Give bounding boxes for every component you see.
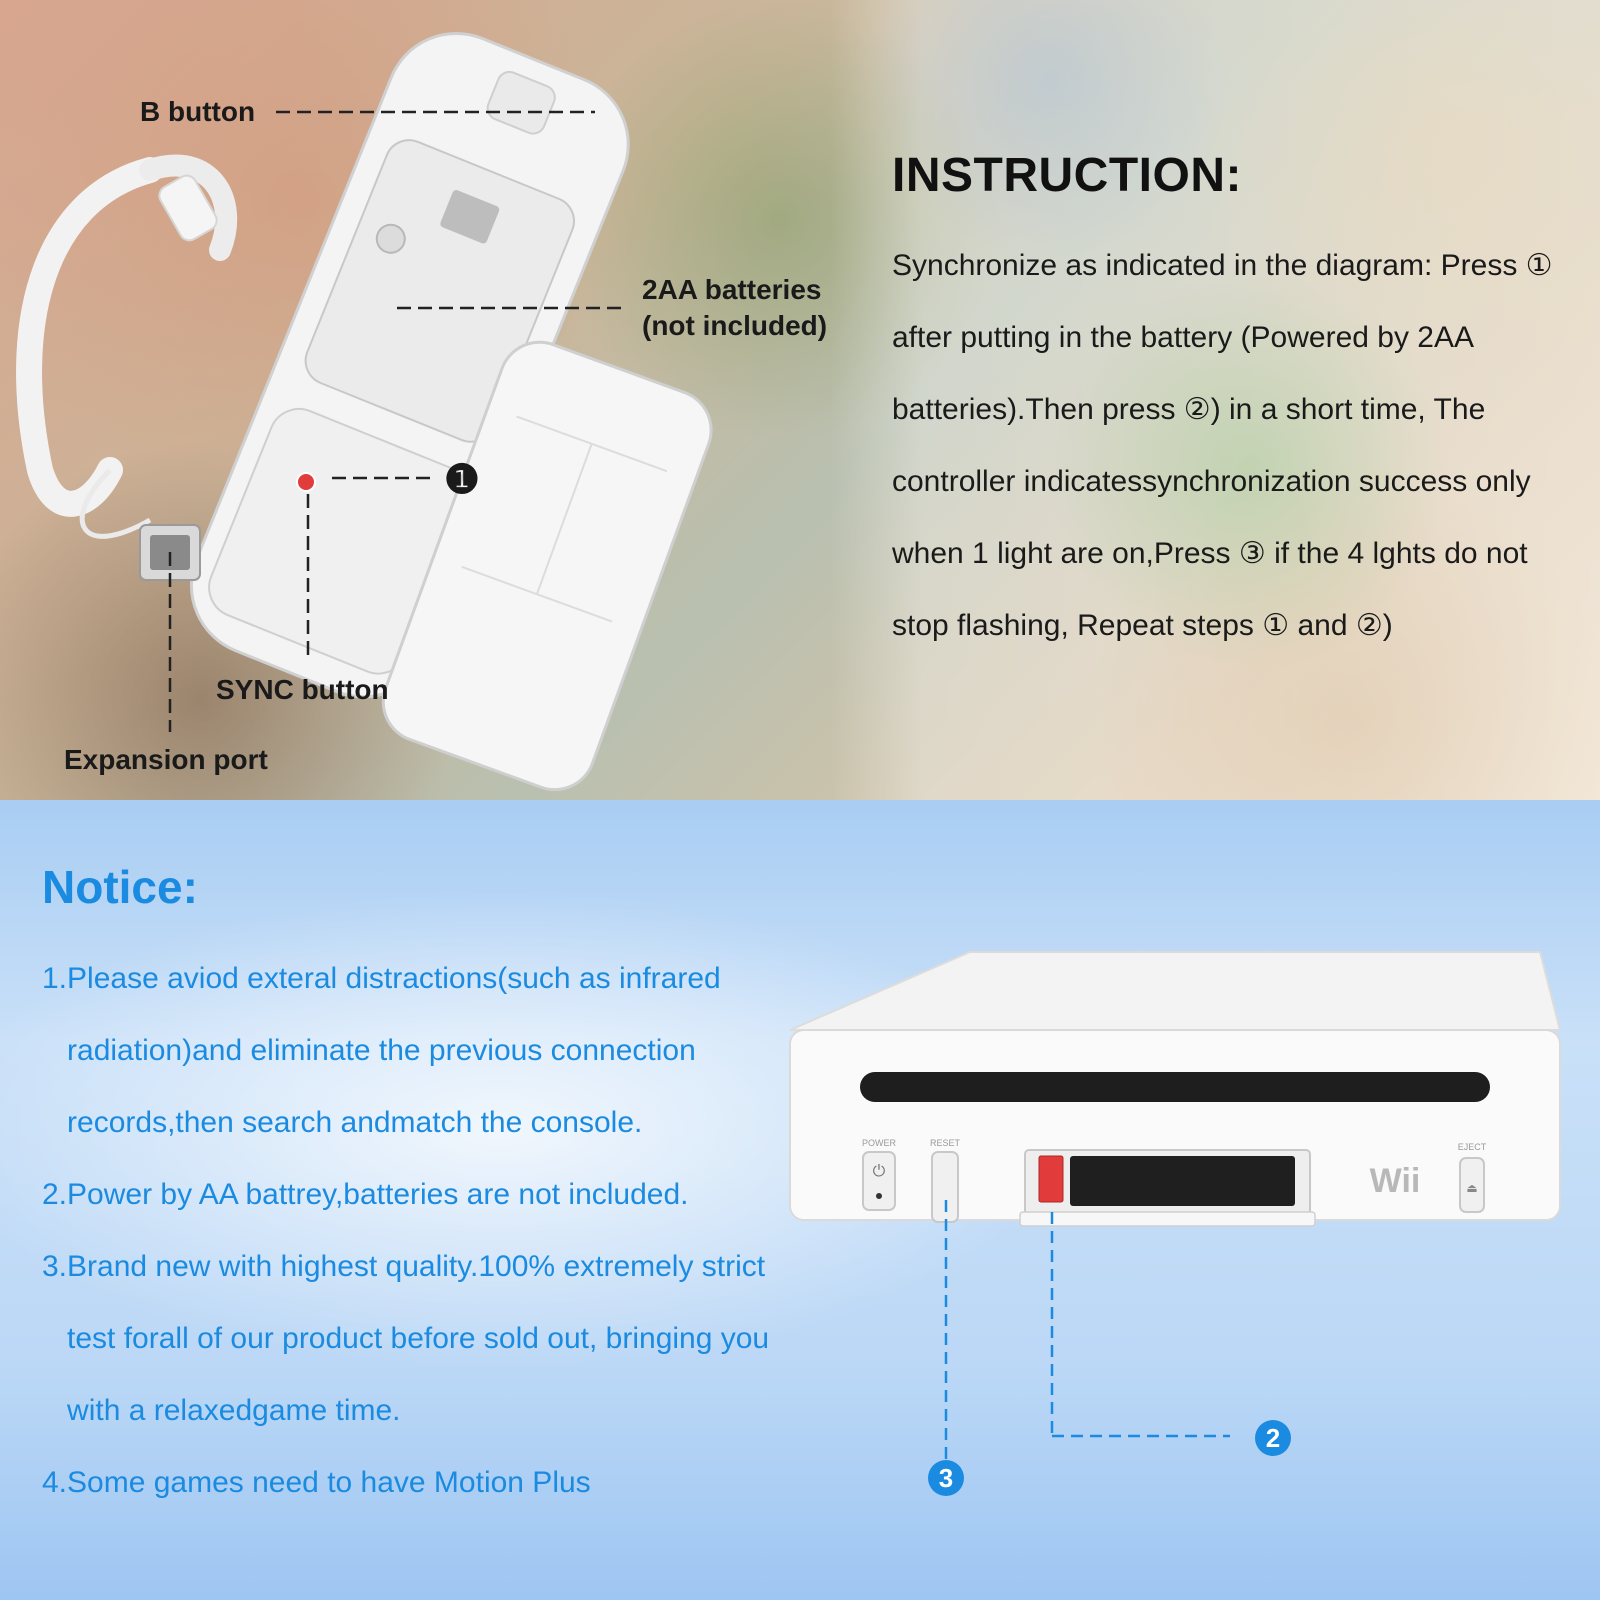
console-leaders	[944, 1200, 1230, 1468]
notice-title: Notice:	[42, 861, 198, 913]
power-label: POWER	[862, 1138, 897, 1148]
controller-illustration	[16, 31, 713, 792]
wii-logo: Wii	[1370, 1162, 1421, 1200]
disc-slot	[860, 1072, 1490, 1102]
sd-door-flap	[1019, 1211, 1316, 1227]
instruction-body: Synchronize as indicated in the diagram:…	[892, 249, 1553, 642]
strap-cord	[79, 468, 152, 539]
sync-button-label: SYNC button	[216, 674, 389, 705]
notice-text: Brand new with highest quality.100% extr…	[67, 1250, 770, 1427]
eject-label: EJECT	[1458, 1142, 1487, 1152]
sync-button-console	[1038, 1155, 1064, 1203]
batteries-label-line1: 2AA batteries	[642, 274, 822, 305]
marker-three-icon: 3	[928, 1460, 964, 1496]
batteries-label-line2: (not included)	[642, 310, 828, 341]
sd-slot	[1070, 1156, 1295, 1206]
sync-button-dot	[296, 472, 316, 492]
svg-text:⏻: ⏻	[873, 1161, 886, 1180]
svg-text:⏏: ⏏	[1466, 1181, 1477, 1195]
instruction-panel: B button 2AA batteries (not included) ❶ …	[0, 0, 1600, 800]
sensor-emblem	[375, 223, 406, 254]
text-backdrop	[830, 0, 1600, 800]
expansion-port-label: Expansion port	[64, 744, 268, 775]
notice-number: 3.	[42, 1250, 68, 1283]
instruction-title: INSTRUCTION:	[892, 149, 1242, 202]
notice-item: 2. Power by AA battrey,batteries are not…	[42, 1159, 782, 1231]
notice-item: 4. Some games need to have Motion Plus	[42, 1447, 782, 1519]
battery-contact	[440, 190, 500, 244]
marker-one-icon: ❶	[444, 458, 480, 502]
notice-number: 1.	[42, 962, 68, 995]
console-illustration: ⏻ POWER RESET Wii ⏏ EJECT	[789, 951, 1562, 1227]
notice-number: 4.	[42, 1466, 68, 1499]
b-button-label: B button	[140, 96, 256, 127]
notice-text: Some games need to have Motion Plus	[67, 1466, 591, 1499]
notice-text: Please aviod exteral distractions(such a…	[67, 962, 721, 1139]
notice-number: 2.	[42, 1178, 68, 1211]
notice-item: 1. Please aviod exteral distractions(suc…	[42, 943, 782, 1159]
notice-item: 3. Brand new with highest quality.100% e…	[42, 1231, 782, 1447]
strap-loop	[139, 154, 238, 261]
notice-list: 1. Please aviod exteral distractions(suc…	[42, 943, 782, 1519]
console-top	[789, 951, 1562, 1031]
notice-panel: Notice: 1. Please aviod exteral distract…	[0, 800, 1600, 1600]
wrist-strap	[16, 157, 163, 517]
strap-lock	[158, 174, 218, 242]
reset-label: RESET	[930, 1138, 961, 1148]
marker-two-icon: 2	[1255, 1420, 1291, 1456]
power-button	[862, 1151, 896, 1211]
notice-text: Power by AA battrey,batteries are not in…	[67, 1178, 689, 1211]
eject-button	[1459, 1157, 1485, 1213]
b-trigger	[486, 70, 556, 135]
